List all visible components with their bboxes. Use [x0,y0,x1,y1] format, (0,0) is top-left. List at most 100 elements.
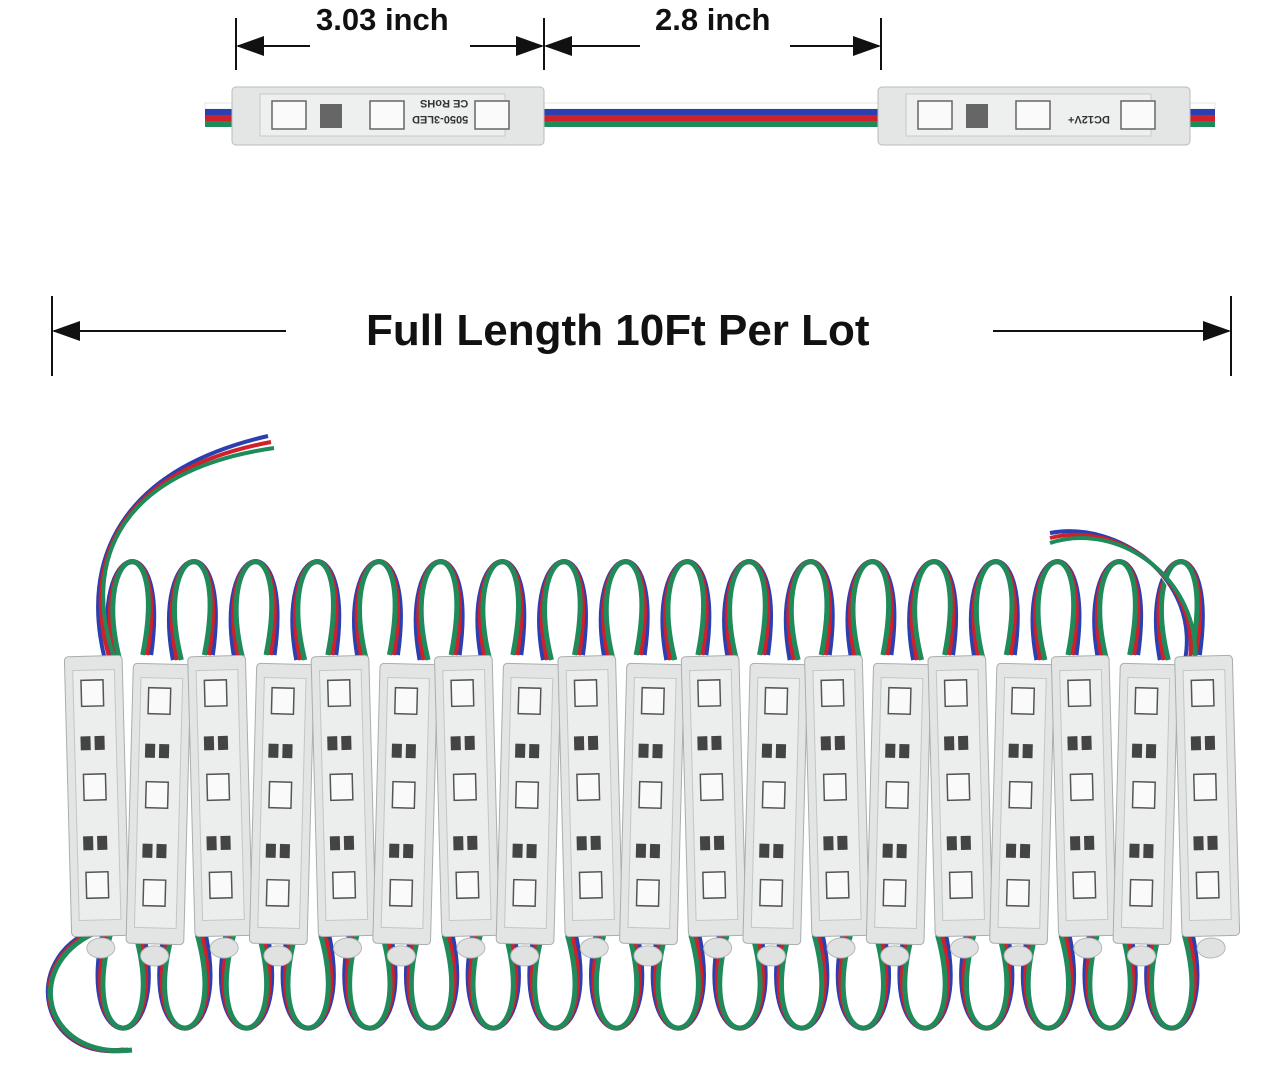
wire-loop [648,929,709,1031]
wire-loop [1027,559,1085,661]
led-module [434,654,500,959]
led-chip [208,870,233,900]
wire [1180,121,1215,127]
wire-loop [781,559,838,661]
led-chip [80,679,105,708]
led-chip [455,870,480,900]
led-chip [1120,100,1156,130]
lead-wire [1049,536,1198,661]
led-chip [1190,679,1215,708]
wire-loop [287,559,345,661]
led-chip [450,679,475,708]
led-chip [697,679,722,708]
wire-loop [894,929,956,1031]
wire [1180,109,1215,115]
led-chip [948,870,974,900]
wire-loop [956,929,1018,1031]
resistor [320,104,342,128]
wire-loop [463,929,524,1031]
led-chip [1131,780,1156,809]
wire-loop [339,929,401,1031]
led-module [1174,654,1241,959]
wire-loop [154,929,216,1031]
led-module [557,654,624,959]
led-chip [85,870,110,900]
module-voltage-print: DC12V+ [1068,113,1110,125]
led-chip [578,870,603,900]
wire-loop [719,559,776,661]
led-chip [206,773,231,802]
led-chip [1072,870,1097,900]
wire-loop [410,559,468,661]
led-module [63,654,130,959]
led-chip [946,773,971,802]
led-chip [391,780,416,809]
wire [535,115,890,121]
led-chip [885,780,910,809]
led-chip [1010,686,1036,716]
led-chip [512,878,537,907]
led-module [742,662,809,967]
module-length-label: 3.03 inch [316,2,449,37]
led-chip [514,780,540,809]
led-module-pair [204,86,1216,146]
led-chip [394,686,419,716]
led-module [187,654,254,959]
led-chip [761,780,786,809]
led-chip [822,773,848,802]
wire-loop [102,559,159,661]
wire-loop [472,559,530,661]
led-chip [326,679,352,708]
wire-loop [966,559,1023,661]
wire-loop [771,929,833,1031]
wire-loop [596,559,653,661]
wire [535,109,890,115]
led-module [927,654,994,959]
led-chip [271,100,307,130]
led-chip [1008,780,1033,809]
led-chip [268,780,293,809]
wire-loop [1089,559,1146,661]
led-module [989,662,1055,967]
wire [205,109,240,115]
lead-wire [47,927,133,1054]
led-module [310,654,377,959]
wire [1180,115,1215,121]
led-chip [576,773,601,802]
led-chip [1192,773,1218,802]
led-chip [573,679,598,708]
wire-loop [401,929,462,1031]
wire [534,102,891,110]
led-module [495,662,562,967]
led-chip [331,870,357,900]
led-module-lot [44,428,1241,1054]
wire-loop [534,559,591,661]
led-chip [638,780,663,809]
led-chip [82,773,107,802]
led-chip [759,878,784,907]
led-chip [265,878,290,907]
led-chip [1005,878,1031,907]
led-module [231,86,545,146]
led-chip [203,679,228,708]
resistor [966,104,988,128]
led-chip [764,686,789,716]
full-length-label: Full Length 10Ft Per Lot [366,306,870,355]
led-chip [1069,773,1094,802]
wire-loop [349,559,406,661]
led-chip [943,679,968,708]
wire-loop [1079,929,1141,1031]
led-chip [147,686,172,716]
dimension-arrows-top [235,18,882,70]
led-chip [388,878,414,907]
led-chip [144,780,170,809]
led-module [877,86,1191,146]
led-chip [517,686,542,716]
wire-loop [524,929,586,1031]
led-chip [1195,870,1220,900]
wire-loop [1018,929,1079,1031]
wire-loop [1141,929,1203,1031]
lead-wire [101,446,275,661]
led-module [619,662,685,967]
